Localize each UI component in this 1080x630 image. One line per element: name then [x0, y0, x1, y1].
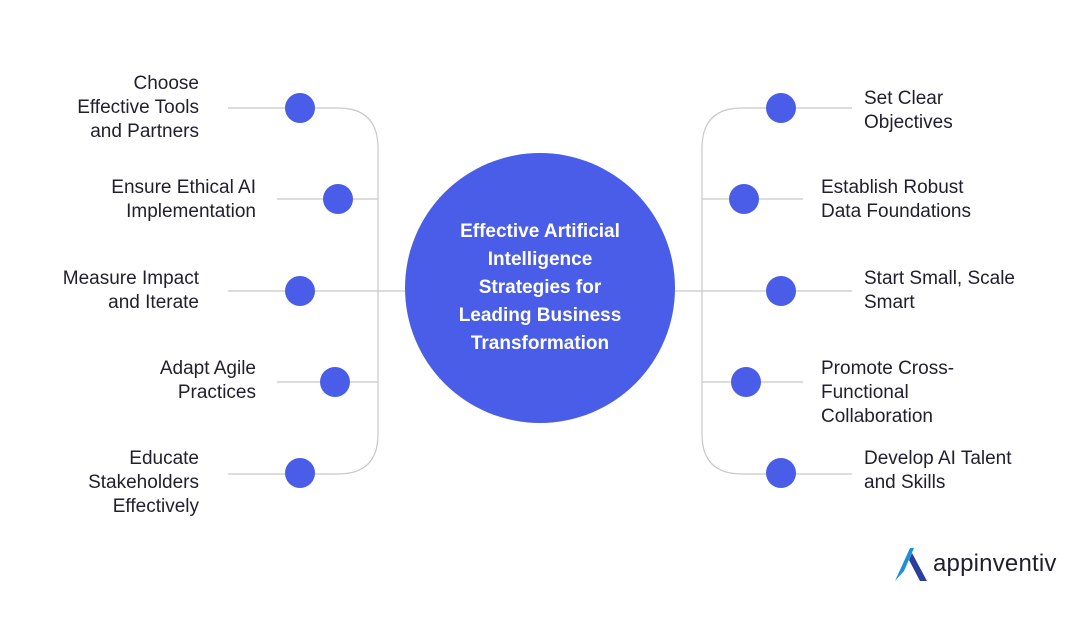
node-dot — [320, 367, 350, 397]
node-dot — [285, 93, 315, 123]
left-label-ethical: Ensure Ethical AI Implementation — [111, 177, 256, 222]
center-circle: Effective Artificial Intelligence Strate… — [405, 153, 675, 423]
right-label-collab: Promote Cross- Functional Collaboration — [821, 358, 955, 427]
node-dot — [729, 184, 759, 214]
center-title: Effective Artificial Intelligence Strate… — [458, 221, 622, 354]
node-dot — [285, 276, 315, 306]
node-dot — [766, 276, 796, 306]
left-label-agile: Adapt Agile Practices — [159, 358, 256, 403]
left-label-measure: Measure Impact and Iterate — [62, 268, 199, 313]
node-dot — [323, 184, 353, 214]
node-dot — [285, 458, 315, 488]
right-label-data: Establish Robust Data Foundations — [821, 177, 971, 222]
logo-text: appinventiv — [933, 550, 1057, 577]
right-label-talent: Develop AI Talent and Skills — [864, 448, 1012, 493]
right-label-scale: Start Small, Scale Smart — [864, 268, 1015, 313]
left-label-tools: Choose Effective Tools and Partners — [77, 73, 199, 142]
appinventiv-logo: appinventiv — [893, 545, 1057, 583]
appinventiv-logo-icon — [895, 548, 927, 581]
node-dot — [766, 458, 796, 488]
left-label-educate: Educate Stakeholders Effectively — [88, 448, 199, 517]
node-dot — [731, 367, 761, 397]
right-label-objectives: Set Clear Objectives — [864, 88, 953, 133]
node-dot — [766, 93, 796, 123]
